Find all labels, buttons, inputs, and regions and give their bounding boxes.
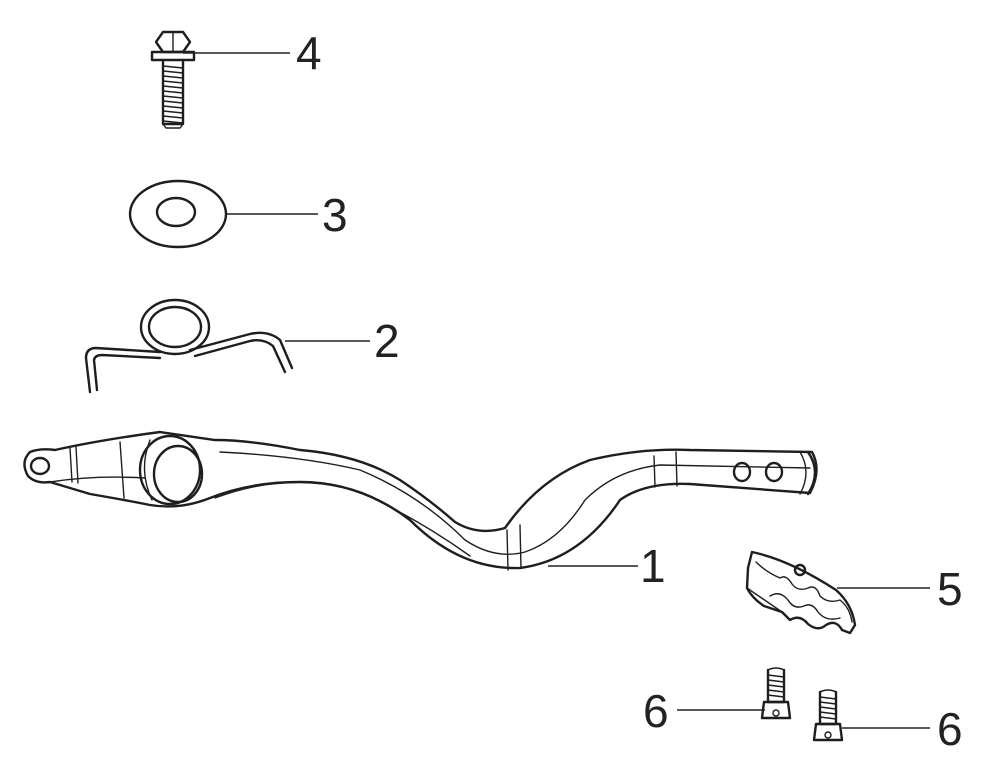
callout-5: 5 [937, 563, 963, 615]
lever-part [23, 430, 818, 571]
tread-plate-part [745, 550, 857, 635]
callout-4: 4 [296, 27, 322, 79]
screw-left-part [760, 667, 792, 720]
washer-part [128, 179, 228, 249]
flange-bolt-part [150, 30, 196, 129]
callout-6-right: 6 [937, 703, 963, 755]
callout-3: 3 [322, 189, 348, 241]
spring-part [84, 298, 294, 394]
callout-6-left: 6 [643, 685, 669, 737]
screw-right-part [812, 689, 844, 742]
callout-1: 1 [640, 540, 666, 592]
callout-2: 2 [374, 315, 400, 367]
